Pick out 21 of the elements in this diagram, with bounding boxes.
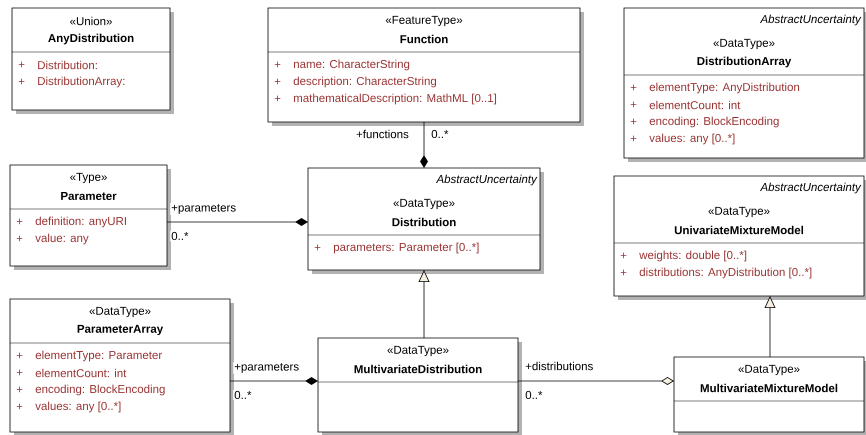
role-label: +parameters	[233, 362, 300, 374]
composition-line	[166, 218, 308, 226]
class-box: «FeatureType» Function + name: CharacterString + description: CharacterString + mathematicalDescription: MathML [0..1]	[268, 8, 584, 126]
role-label: +distributions	[524, 360, 594, 372]
class-box: «Type» Parameter + definition: anyURI + value: any	[10, 164, 171, 270]
class-box: «DataType» MultivariateDistribution	[318, 338, 522, 435]
class-box: «DataType» ParameterArray + elementType: Parameter + elementCount: int + encoding: BlockEncoding + values: any [0..*]	[10, 298, 234, 435]
class-box: AbstractUncertainty «DataType» Distribution + parameters: Parameter [0..*]	[308, 168, 544, 274]
aggregation-line	[518, 377, 674, 385]
multiplicity-label: 0..*	[430, 128, 450, 140]
role-label: +parameters	[170, 203, 238, 215]
class-box: «DataType» MultivariateMixtureModel	[674, 356, 866, 435]
composition-line	[420, 122, 428, 168]
multiplicity-label: 0..*	[170, 230, 190, 242]
role-label: +functions	[355, 128, 410, 140]
class-box: AbstractUncertainty «DataType» DistributionArray + elementType: AnyDistribution + elementCount: int + encoding: BlockEncoding + values: any [0..*]	[624, 8, 866, 162]
multiplicity-label: 0..*	[233, 390, 252, 400]
composition-line	[230, 377, 318, 385]
multiplicity-label: 0..*	[524, 390, 544, 400]
class-box: AbstractUncertainty «DataType» UnivariateMixtureModel + weights: double [0..*] + distributions: AnyDistribution [0..*]	[614, 176, 866, 300]
class-box: «Union» AnyDistribution + Distribution: + DistributionArray:	[12, 8, 174, 114]
